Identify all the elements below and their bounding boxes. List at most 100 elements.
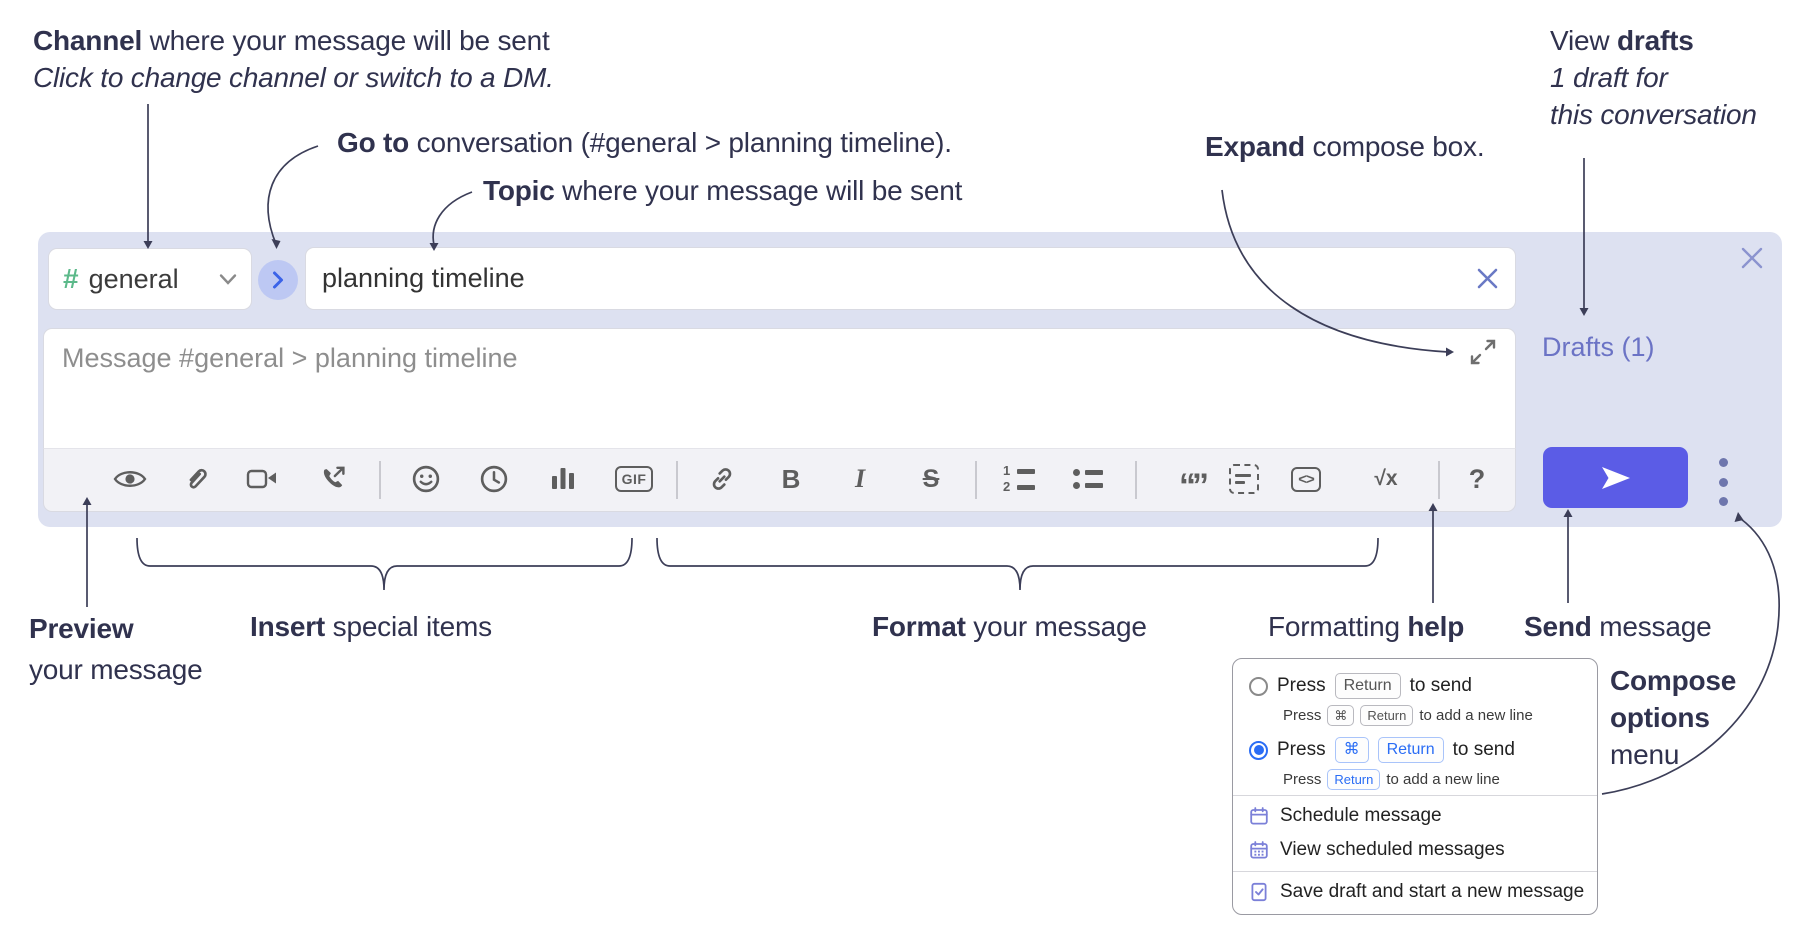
strikethrough-icon: S: [922, 464, 940, 493]
radio-selected-icon[interactable]: [1249, 740, 1268, 760]
compose-toolbar: GIF B I S 1 2 “”: [43, 448, 1516, 512]
bulleted-list-icon: [1073, 469, 1103, 489]
spoiler-button[interactable]: [1222, 447, 1266, 511]
menu-option-sub: Press Return to add a new line: [1283, 769, 1500, 790]
close-compose-icon[interactable]: [1738, 244, 1766, 272]
smiley-icon: [412, 465, 440, 493]
topic-input[interactable]: [320, 262, 1474, 295]
italic-button[interactable]: I: [838, 447, 882, 511]
link-icon: [712, 468, 732, 490]
spoiler-icon: [1229, 464, 1259, 494]
send-icon: [1601, 466, 1630, 489]
gif-icon: GIF: [614, 466, 654, 492]
kbd-cmd: ⌘: [1327, 705, 1355, 726]
dots-icon: [1718, 458, 1728, 467]
chevron-right-icon: [273, 271, 283, 289]
annotation-topic: Topic where your message will be sent: [483, 175, 963, 206]
menu-item-schedule-message[interactable]: Schedule message: [1249, 805, 1442, 827]
topic-field: [305, 247, 1516, 310]
menu-divider: [1233, 795, 1597, 796]
toolbar-divider: [379, 461, 381, 499]
attach-file-button[interactable]: [174, 447, 218, 511]
kbd-return: Return: [1377, 737, 1444, 763]
annotation-channel-sub: Click to change channel or switch to a D…: [33, 62, 554, 93]
channel-selector[interactable]: # general: [48, 248, 252, 310]
calendar-grid-icon: [1250, 841, 1268, 859]
send-button[interactable]: [1543, 447, 1688, 508]
annotation-preview: Preview your message: [29, 613, 203, 685]
video-camera-icon: [246, 469, 276, 489]
drafts-link[interactable]: Drafts (1): [1542, 332, 1655, 362]
annotation-channel: Channel where your message will be sent …: [33, 22, 554, 96]
kbd-return: Return: [1334, 673, 1401, 699]
clear-topic-icon[interactable]: [1474, 265, 1501, 292]
annotation-goto: Go to conversation (#general > planning …: [337, 127, 952, 158]
gif-button[interactable]: GIF: [612, 447, 656, 511]
bold-icon: B: [781, 463, 801, 494]
expand-compose-icon[interactable]: [1468, 337, 1498, 367]
toolbar-divider: [975, 461, 977, 499]
annotation-insert: Insert special items: [250, 611, 492, 642]
annotation-compose-options: Compose options menu: [1610, 665, 1737, 770]
calendar-icon: [1250, 807, 1268, 825]
bulleted-list-button[interactable]: [1066, 447, 1110, 511]
paperclip-icon: [189, 468, 207, 489]
channel-hash-icon: #: [63, 263, 79, 294]
math-icon: √x: [1374, 467, 1398, 490]
radio-unselected-icon[interactable]: [1249, 676, 1268, 696]
eye-icon: [113, 471, 147, 487]
numbered-list-button[interactable]: 1 2: [997, 447, 1041, 511]
formatting-help-button[interactable]: ?: [1455, 447, 1499, 511]
menu-option-cmd-return-to-send[interactable]: Press ⌘ Return to send: [1249, 737, 1515, 763]
annotation-format: Format your message: [872, 611, 1147, 642]
clock-icon: [480, 465, 508, 493]
compose-box: # general: [38, 232, 1782, 527]
annotation-channel-rest: where your message will be sent: [142, 25, 550, 56]
menu-item-save-draft[interactable]: Save draft and start a new message: [1249, 881, 1584, 903]
menu-item-view-scheduled[interactable]: View scheduled messages: [1249, 839, 1505, 861]
emoji-button[interactable]: [404, 447, 448, 511]
kbd-return: Return: [1360, 705, 1414, 726]
poll-button[interactable]: [541, 447, 585, 511]
strikethrough-button[interactable]: S: [909, 447, 953, 511]
annotation-expand: Expand compose box.: [1205, 131, 1485, 162]
quote-icon: “”: [1179, 467, 1209, 505]
channel-name: general: [88, 263, 179, 294]
kbd-cmd: ⌘: [1334, 737, 1369, 763]
math-button[interactable]: √x: [1364, 447, 1408, 511]
toolbar-divider: [1135, 461, 1137, 499]
message-input[interactable]: [60, 341, 1444, 441]
brace-format: [656, 537, 1379, 591]
phone-call-icon: [323, 466, 345, 488]
menu-option-sub: Press ⌘ Return to add a new line: [1283, 705, 1533, 726]
toolbar-divider: [676, 461, 678, 499]
link-button[interactable]: [700, 447, 744, 511]
goto-conversation-button[interactable]: [258, 260, 298, 300]
toolbar-divider: [1438, 461, 1440, 499]
audio-call-button[interactable]: [311, 447, 355, 511]
code-icon: <>: [1291, 466, 1321, 492]
preview-button[interactable]: [108, 447, 152, 511]
message-area: [43, 328, 1516, 448]
annotation-channel-bold: Channel: [33, 25, 143, 56]
compose-options-button[interactable]: [1711, 458, 1735, 506]
code-button[interactable]: <>: [1284, 447, 1328, 511]
quote-button[interactable]: “”: [1170, 447, 1214, 511]
arrow-goto: [267, 145, 319, 245]
save-draft-icon: [1251, 882, 1267, 902]
chevron-down-icon: [219, 273, 237, 286]
time-mention-button[interactable]: [472, 447, 516, 511]
annotation-send: Send message: [1524, 611, 1712, 642]
compose-options-menu: Press Return to send Press ⌘ Return to a…: [1232, 658, 1598, 915]
italic-icon: I: [854, 464, 866, 493]
kbd-return: Return: [1327, 769, 1381, 790]
question-mark-icon: ?: [1468, 463, 1486, 494]
menu-option-return-to-send[interactable]: Press Return to send: [1249, 673, 1472, 699]
bar-chart-icon: [552, 468, 574, 489]
numbered-list-icon: 1 2: [1003, 464, 1035, 493]
annotation-formatting-help: Formatting help: [1268, 611, 1465, 642]
menu-divider: [1233, 871, 1597, 872]
video-call-button[interactable]: [240, 447, 284, 511]
bold-button[interactable]: B: [769, 447, 813, 511]
